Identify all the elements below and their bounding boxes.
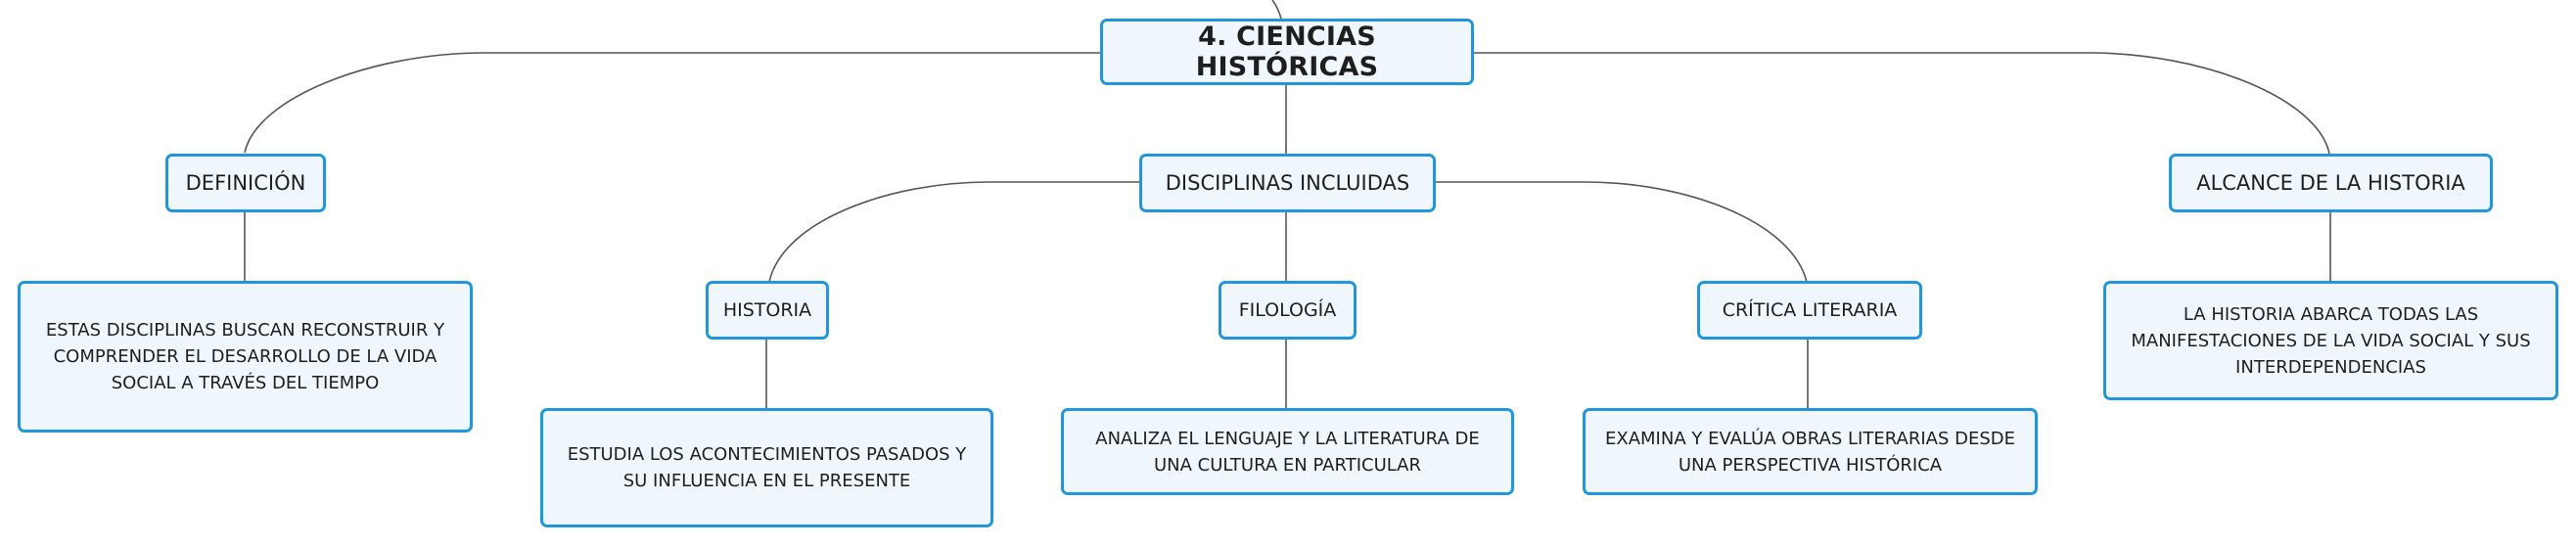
branch-label: DISCIPLINAS INCLUIDAS — [1165, 171, 1410, 195]
branch-label: ALCANCE DE LA HISTORIA — [2196, 171, 2465, 195]
detail-historia[interactable]: ESTUDIA LOS ACONTECIMIENTOS PASADOS Y SU… — [540, 408, 993, 527]
sub-branch-filologia[interactable]: FILOLOGÍA — [1219, 281, 1357, 340]
detail-text: LA HISTORIA ABARCA TODAS LAS MANIFESTACI… — [2131, 303, 2531, 378]
branch-definicion[interactable]: DEFINICIÓN — [165, 154, 326, 212]
detail-filologia[interactable]: ANALIZA EL LENGUAJE Y LA LITERATURA DE U… — [1061, 408, 1514, 495]
detail-text: EXAMINA Y EVALÚA OBRAS LITERARIAS DESDE … — [1605, 428, 2015, 476]
sub-branch-label: CRÍTICA LITERARIA — [1722, 299, 1898, 321]
sub-branch-historia[interactable]: HISTORIA — [706, 281, 829, 340]
root-label: 4. CIENCIAS HISTÓRICAS — [1195, 22, 1379, 82]
detail-text: ESTAS DISCIPLINAS BUSCAN RECONSTRUIR Y C… — [45, 320, 445, 393]
sub-branch-label: FILOLOGÍA — [1238, 299, 1337, 321]
branch-disciplinas-incluidas[interactable]: DISCIPLINAS INCLUIDAS — [1139, 154, 1436, 212]
root-node[interactable]: 4. CIENCIAS HISTÓRICAS — [1100, 19, 1474, 85]
detail-critica-literaria[interactable]: EXAMINA Y EVALÚA OBRAS LITERARIAS DESDE … — [1583, 408, 2038, 495]
connector-root-definicion — [244, 52, 1100, 154]
connector-root-alcance — [1474, 52, 2330, 155]
detail-alcance[interactable]: LA HISTORIA ABARCA TODAS LAS MANIFESTACI… — [2103, 281, 2558, 400]
branch-label: DEFINICIÓN — [185, 171, 306, 195]
sub-branch-critica-literaria[interactable]: CRÍTICA LITERARIA — [1697, 281, 1922, 340]
sub-branch-label: HISTORIA — [722, 299, 812, 321]
detail-definicion[interactable]: ESTAS DISCIPLINAS BUSCAN RECONSTRUIR Y C… — [18, 281, 473, 433]
branch-alcance-de-la-historia[interactable]: ALCANCE DE LA HISTORIA — [2169, 154, 2493, 212]
connector-disciplinas-historia — [768, 181, 1139, 283]
detail-text: ANALIZA EL LENGUAJE Y LA LITERATURA DE U… — [1095, 428, 1480, 476]
connector-parent-root — [1271, 0, 1282, 20]
detail-text: ESTUDIA LOS ACONTECIMIENTOS PASADOS Y SU… — [567, 444, 967, 491]
connector-disciplinas-critica — [1436, 181, 1808, 283]
